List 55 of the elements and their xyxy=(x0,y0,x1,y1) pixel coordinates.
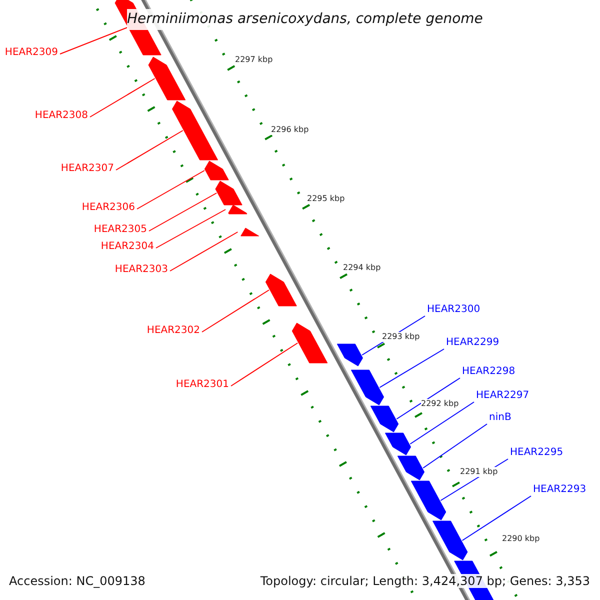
footer-text: Accession: NC_009138 xyxy=(9,574,146,588)
leader-line xyxy=(396,378,460,420)
gene-label: HEAR2293 xyxy=(533,484,586,496)
gene-label: HEAR2297 xyxy=(476,390,530,402)
gene-label: HEAR2302 xyxy=(146,325,200,337)
position-label: 2297 kbp xyxy=(235,55,273,65)
gene-block xyxy=(292,322,328,364)
position-label: 2296 kbp xyxy=(271,125,309,135)
gene-label: HEAR2309 xyxy=(4,47,58,59)
leader-line xyxy=(148,192,218,232)
gene-label: HEAR2306 xyxy=(82,202,135,214)
leader-line xyxy=(60,27,128,54)
gene-block xyxy=(336,344,363,366)
gene-block xyxy=(240,228,260,236)
gene-block xyxy=(397,456,425,480)
gene-label: HEAR2295 xyxy=(510,447,564,459)
position-label: 2290 kbp xyxy=(502,534,540,544)
gene-block xyxy=(228,204,248,214)
leader-line xyxy=(422,424,488,468)
leader-line xyxy=(202,290,270,332)
leader-line xyxy=(90,78,156,118)
leader-line xyxy=(379,348,444,388)
gene-block xyxy=(350,370,384,406)
gene-block xyxy=(172,100,218,160)
leader-line xyxy=(230,342,298,386)
gene-label: HEAR2298 xyxy=(462,366,516,378)
gene-block xyxy=(432,520,468,560)
position-label: 2295 kbp xyxy=(307,194,345,204)
leader-line xyxy=(462,496,532,541)
gene-label: HEAR2308 xyxy=(34,110,88,122)
gene-block xyxy=(370,406,399,432)
gene-label: HEAR2299 xyxy=(446,337,500,349)
gene-label: HEAR2303 xyxy=(114,264,168,276)
gene-label: HEAR2305 xyxy=(94,224,147,236)
position-label: 2291 kbp xyxy=(460,467,498,477)
gene-label: HEAR2300 xyxy=(427,304,480,316)
gene-block xyxy=(204,160,229,180)
leader-line xyxy=(170,232,238,272)
position-label: 2294 kbp xyxy=(343,263,381,273)
diagram-title: Herminiimonas arsenicoxydans, complete genome xyxy=(127,9,483,30)
leader-line xyxy=(156,209,226,248)
gene-label: HEAR2307 xyxy=(60,163,114,175)
gene-block xyxy=(265,274,297,306)
gene-label: ninB xyxy=(489,412,512,424)
leader-line xyxy=(410,402,474,444)
position-label: 2293 kbp xyxy=(382,332,420,342)
gene-label: HEAR2301 xyxy=(176,379,229,391)
gene-label: HEAR2304 xyxy=(100,241,154,253)
gene-block xyxy=(384,432,412,456)
leader-line xyxy=(116,130,184,170)
position-label: 2292 kbp xyxy=(421,399,459,409)
gene-block xyxy=(410,480,446,520)
leader-line xyxy=(136,170,205,210)
footer-text: Topology: circular; Length: 3,424,307 bp; Genes: 3,353 xyxy=(260,574,590,588)
gene-block xyxy=(148,56,186,100)
